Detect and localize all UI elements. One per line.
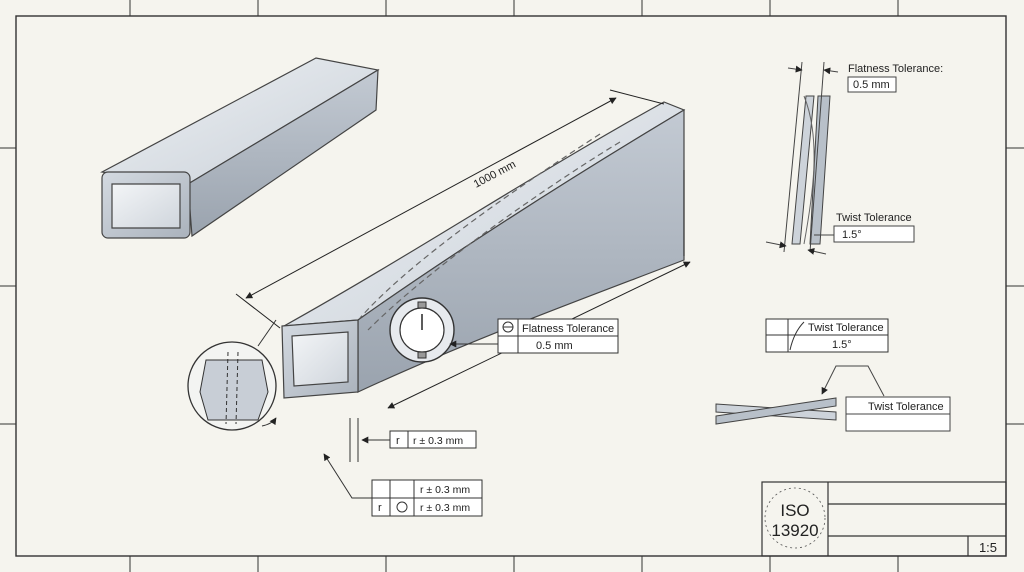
radius-callout-1 [349,418,477,462]
flatness-top-label: Flatness Tolerance: [848,63,943,75]
title-block [761,481,1007,557]
r-symbol-1: r [396,435,400,447]
flatness-callout-main [449,318,619,354]
twist-lower-label: Twist Tolerance [868,401,944,413]
twist-upper-value: 1.5° [842,229,862,241]
scale-label: 1:5 [979,540,997,555]
twist-upper-label: Twist Tolerance [836,212,912,224]
length-dimension [235,89,665,329]
iso-logo-line2: 13920 [771,521,818,540]
detail-magnifier [187,319,277,431]
twist-mid-label: Twist Tolerance [808,322,884,334]
iso-logo-line1: ISO [780,501,809,520]
twist-callout-mid [765,318,889,353]
r-symbol-2: r [378,502,382,514]
dial-indicator-gauge [389,297,455,363]
bent-rectangular-tube [281,101,686,399]
twist-side-view [765,61,915,255]
radius-tol-2: r ± 0.3 mm [420,484,470,496]
straight-rectangular-tube [100,57,380,239]
radius-tol-1: r ± 0.3 mm [413,435,463,447]
flatness-main-label: Flatness Tolerance [522,323,614,335]
iso-logo: ISO 13920 [764,487,826,549]
crossed-bars-view [715,365,951,432]
radius-callout-table [323,453,483,517]
radius-tol-3: r ± 0.3 mm [420,502,470,514]
flatness-main-value: 0.5 mm [536,340,573,352]
twist-mid-value: 1.5° [832,339,852,351]
flatness-top-value: 0.5 mm [853,79,890,91]
